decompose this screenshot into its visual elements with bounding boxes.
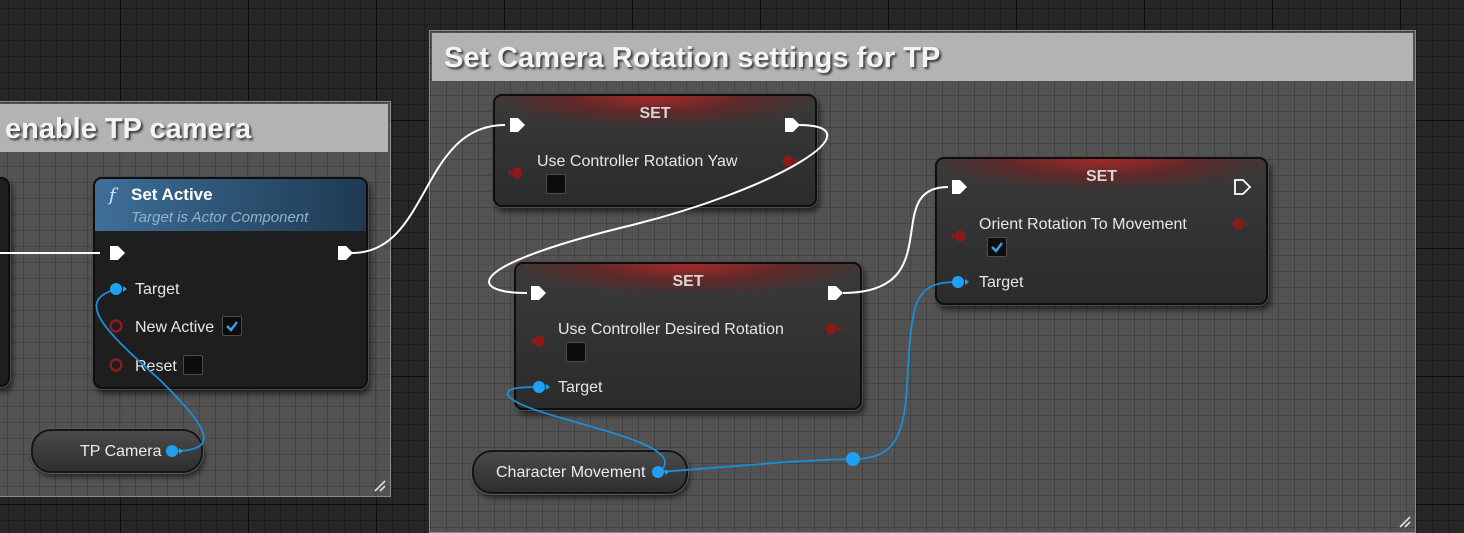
node-header: SET [516, 264, 860, 294]
bool-out-pin [782, 155, 794, 167]
bool-out-pin [1232, 218, 1244, 230]
exec-in-pin [110, 246, 125, 260]
set-rotation-yaw-node[interactable]: SET Use Controller Rotation Yaw [493, 94, 817, 207]
exec-in-pin [510, 118, 525, 132]
node-header [95, 179, 366, 231]
pin-label-target: Target [135, 281, 180, 298]
object-wire [658, 458, 854, 473]
bool-in-pin [511, 167, 523, 179]
offscreen-node[interactable] [0, 177, 10, 387]
object-wire [506, 386, 666, 473]
bool-in-pin [954, 230, 966, 242]
bool-pin [109, 358, 123, 372]
variable-label: Use Controller Desired Rotation [558, 321, 784, 338]
exec-wire [351, 124, 506, 254]
variable-label: Use Controller Rotation Yaw [537, 153, 738, 170]
getter-label: Character Movement [496, 464, 646, 481]
exec-in-pin [952, 180, 967, 194]
desired-rotation-checkbox[interactable] [566, 342, 586, 362]
exec-out-pin [338, 246, 353, 260]
target-pin [110, 283, 122, 295]
set-desired-rotation-node[interactable]: SET Use Controller Desired Rotation Targ… [514, 262, 862, 410]
pin-label-new-active: New Active [135, 319, 215, 336]
bool-out-pin [825, 323, 837, 335]
exec-wire [842, 186, 949, 294]
bool-pin [109, 319, 123, 333]
comment-title[interactable]: enable TP camera [0, 104, 388, 152]
object-out-pin [166, 445, 178, 457]
pin-label-reset: Reset [135, 358, 177, 375]
resize-grip-icon[interactable] [1397, 514, 1411, 528]
object-out-pin [652, 466, 664, 478]
object-wire [95, 288, 205, 452]
orient-rotation-checkbox[interactable] [987, 237, 1007, 257]
set-active-node[interactable]: f Set Active Target is Actor Component T… [93, 177, 368, 389]
function-icon: f [109, 185, 116, 206]
getter-label: TP Camera [80, 443, 162, 460]
bool-in-pin [533, 335, 545, 347]
exec-out-pin [785, 118, 800, 132]
check-icon [991, 242, 1003, 253]
reroute-node [846, 452, 860, 466]
variable-label: Orient Rotation To Movement [979, 216, 1187, 233]
check-icon [226, 321, 238, 332]
node-header: SET [495, 96, 815, 126]
comment-title[interactable]: Set Camera Rotation settings for TP [432, 33, 1413, 81]
object-wire [852, 281, 959, 460]
node-subtitle: Target is Actor Component [131, 209, 309, 226]
yaw-checkbox[interactable] [546, 174, 566, 194]
reset-checkbox[interactable] [183, 355, 203, 375]
node-title: Set Active [131, 185, 213, 204]
target-pin [533, 381, 545, 393]
exec-out-pin [1234, 179, 1252, 195]
exec-wire [488, 124, 829, 294]
pin-label-target: Target [558, 379, 603, 396]
set-orient-rotation-node[interactable]: SET Orient Rotation To Movement Target [935, 157, 1268, 305]
node-header: SET [937, 159, 1266, 189]
new-active-checkbox[interactable] [222, 316, 242, 336]
exec-in-pin [531, 286, 546, 300]
exec-out-pin [828, 286, 843, 300]
pin-label-target: Target [979, 274, 1024, 291]
target-pin [952, 276, 964, 288]
resize-grip-icon[interactable] [372, 478, 386, 492]
